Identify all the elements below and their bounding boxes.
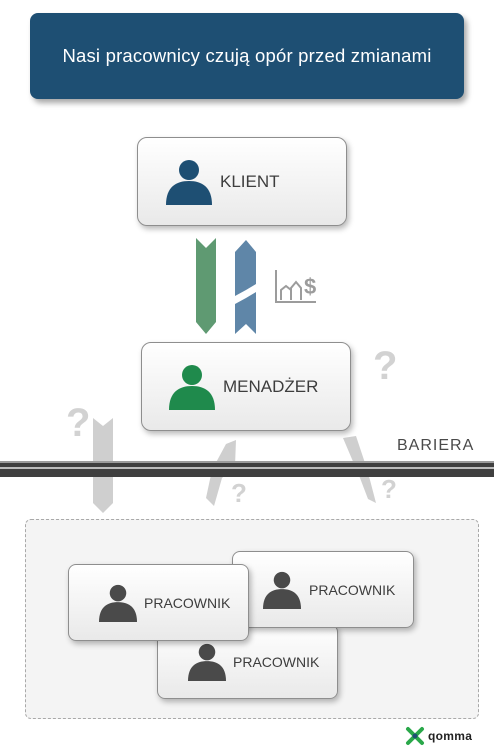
question-mark-left: ? <box>66 401 91 445</box>
question-mark-manager: ? <box>373 344 398 388</box>
worker-node-2: PRACOWNIK <box>232 551 414 628</box>
qomma-logo-text: qomma <box>428 729 473 743</box>
client-person-body <box>166 180 212 205</box>
client-node: KLIENT <box>137 137 347 226</box>
worker-1-person-body <box>99 601 137 622</box>
barrier-line <box>0 461 494 477</box>
up-arrow-manager-to-client-top <box>235 240 256 296</box>
client-label: KLIENT <box>220 171 280 191</box>
worker-3-person-icon <box>188 643 226 681</box>
down-arrow-client-to-manager <box>196 238 216 334</box>
svg-text:$: $ <box>304 274 316 299</box>
manager-person-head <box>182 364 202 385</box>
qomma-logo: qomma <box>405 726 472 746</box>
barrier-label: BARIERA <box>397 437 475 454</box>
diagram-title-banner: Nasi pracownicy czują opór przed zmianam… <box>30 13 464 99</box>
worker-1-label: PRACOWNIK <box>144 594 231 611</box>
worker-node-3: PRACOWNIK <box>157 624 338 699</box>
client-person-head <box>179 159 199 180</box>
manager-person-body <box>169 385 215 410</box>
question-mark-middle: ? <box>231 478 247 508</box>
qomma-logo-mark-icon <box>406 727 424 745</box>
manager-person-icon <box>169 364 215 410</box>
up-arrow-manager-to-client-bottom <box>235 292 256 334</box>
worker-node-1: PRACOWNIK <box>68 564 249 641</box>
worker-1-person-icon <box>99 584 137 622</box>
worker-3-label: PRACOWNIK <box>233 653 320 670</box>
worker-3-person-head <box>198 643 216 660</box>
worker-3-person-body <box>188 660 226 681</box>
manager-label: MENADŻER <box>223 376 319 396</box>
money-chart-icon: $ <box>275 270 316 303</box>
diagram-title: Nasi pracownicy czują opór przed zmianam… <box>62 45 432 66</box>
worker-2-label: PRACOWNIK <box>309 581 396 598</box>
worker-2-person-icon <box>263 571 301 609</box>
worker-1-person-head <box>109 584 127 601</box>
question-mark-right: ? <box>381 474 397 504</box>
manager-node: MENADŻER <box>141 342 351 431</box>
client-person-icon <box>166 159 212 205</box>
worker-2-person-body <box>263 588 301 609</box>
worker-2-person-head <box>273 571 291 588</box>
